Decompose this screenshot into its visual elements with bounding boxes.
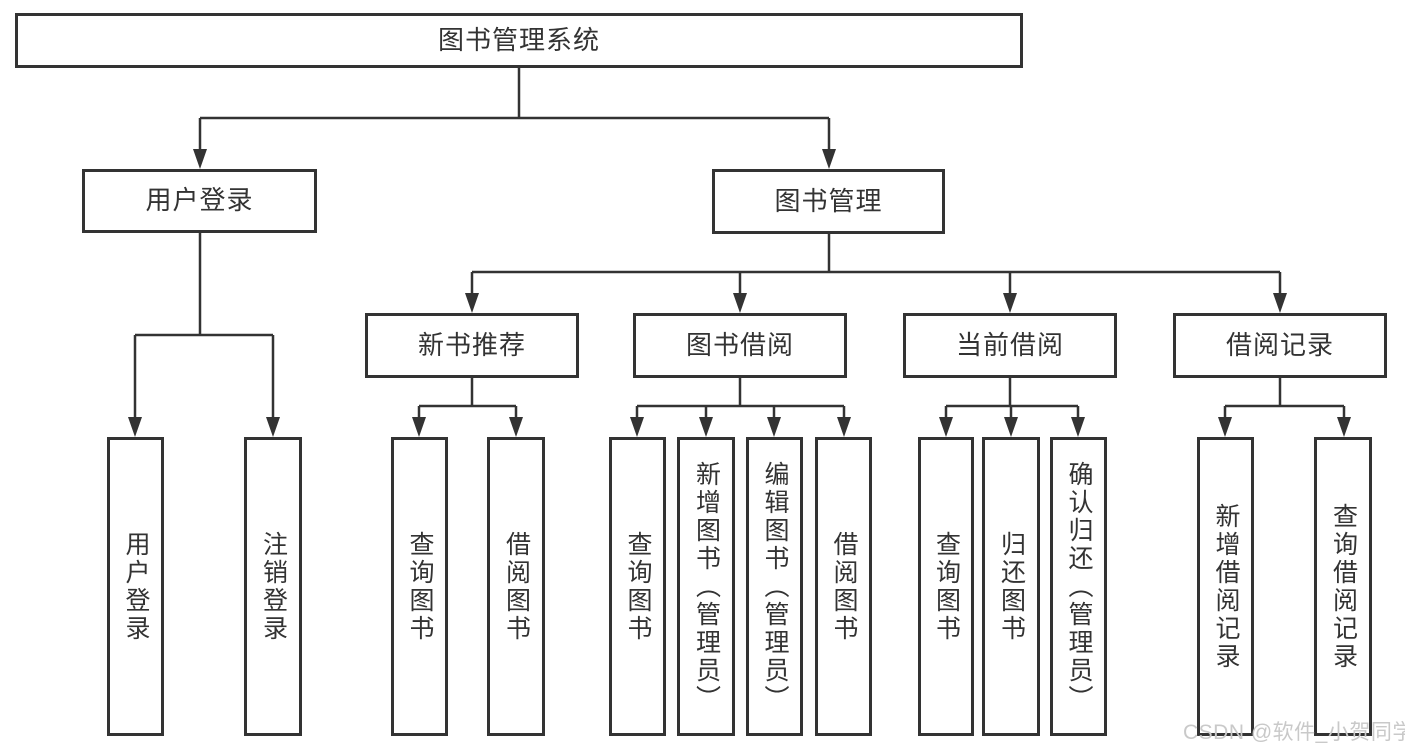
node-root-label: 图书管理系统 <box>437 24 600 55</box>
leaf-query-books-recommend: 查询图书 <box>391 437 448 736</box>
leaf-query-books-current-label: 查询图书 <box>932 530 961 643</box>
leaf-confirm-return-admin: 确认归还（管理员） <box>1050 437 1107 736</box>
leaf-return-books: 归还图书 <box>982 437 1040 736</box>
leaf-add-borrow-record: 新增借阅记录 <box>1197 437 1254 736</box>
leaf-borrow-books-recommend-label: 借阅图书 <box>502 530 531 643</box>
node-book-borrow-label: 图书借阅 <box>685 329 794 360</box>
leaf-user-login-label: 用户登录 <box>122 530 150 643</box>
node-root: 图书管理系统 <box>15 13 1023 68</box>
leaf-query-books-recommend-label: 查询图书 <box>406 530 434 643</box>
node-user-login-label: 用户登录 <box>145 185 254 216</box>
node-book-borrow: 图书借阅 <box>633 313 847 378</box>
leaf-edit-books-admin: 编辑图书（管理员） <box>746 437 803 736</box>
leaf-logout-label: 注销登录 <box>259 530 288 643</box>
node-current-borrow-label: 当前借阅 <box>955 329 1064 360</box>
leaf-edit-books-admin-label: 编辑图书（管理员） <box>761 460 789 713</box>
connector-path <box>133 68 1346 420</box>
node-borrow-records: 借阅记录 <box>1173 313 1387 378</box>
leaf-borrow-books-label: 借阅图书 <box>830 530 858 643</box>
leaf-add-books-admin: 新增图书（管理员） <box>677 437 735 736</box>
leaf-add-borrow-record-label: 新增借阅记录 <box>1212 502 1240 671</box>
node-borrow-records-label: 借阅记录 <box>1225 329 1334 360</box>
node-new-book-recommend: 新书推荐 <box>365 313 579 378</box>
node-new-book-recommend-label: 新书推荐 <box>417 329 526 360</box>
node-current-borrow: 当前借阅 <box>903 313 1117 378</box>
leaf-return-books-label: 归还图书 <box>997 530 1026 643</box>
leaf-add-books-admin-label: 新增图书（管理员） <box>692 460 721 713</box>
leaf-query-borrow-record: 查询借阅记录 <box>1314 437 1372 736</box>
node-user-login: 用户登录 <box>82 169 317 233</box>
leaf-query-books-current: 查询图书 <box>918 437 974 736</box>
leaf-query-borrow-record-label: 查询借阅记录 <box>1329 502 1358 671</box>
arrowheads <box>128 149 1351 437</box>
leaf-logout: 注销登录 <box>244 437 302 736</box>
node-book-management-label: 图书管理 <box>774 185 883 216</box>
leaf-query-books-borrow-label: 查询图书 <box>624 530 652 643</box>
watermark-text: CSDN @软件_小贺同学 <box>1183 721 1405 744</box>
leaf-query-books-borrow: 查询图书 <box>609 437 666 736</box>
leaf-user-login: 用户登录 <box>107 437 164 736</box>
leaf-borrow-books: 借阅图书 <box>815 437 872 736</box>
node-book-management: 图书管理 <box>712 169 945 234</box>
leaf-confirm-return-admin-label: 确认归还（管理员） <box>1065 460 1093 713</box>
leaf-borrow-books-recommend: 借阅图书 <box>487 437 545 736</box>
